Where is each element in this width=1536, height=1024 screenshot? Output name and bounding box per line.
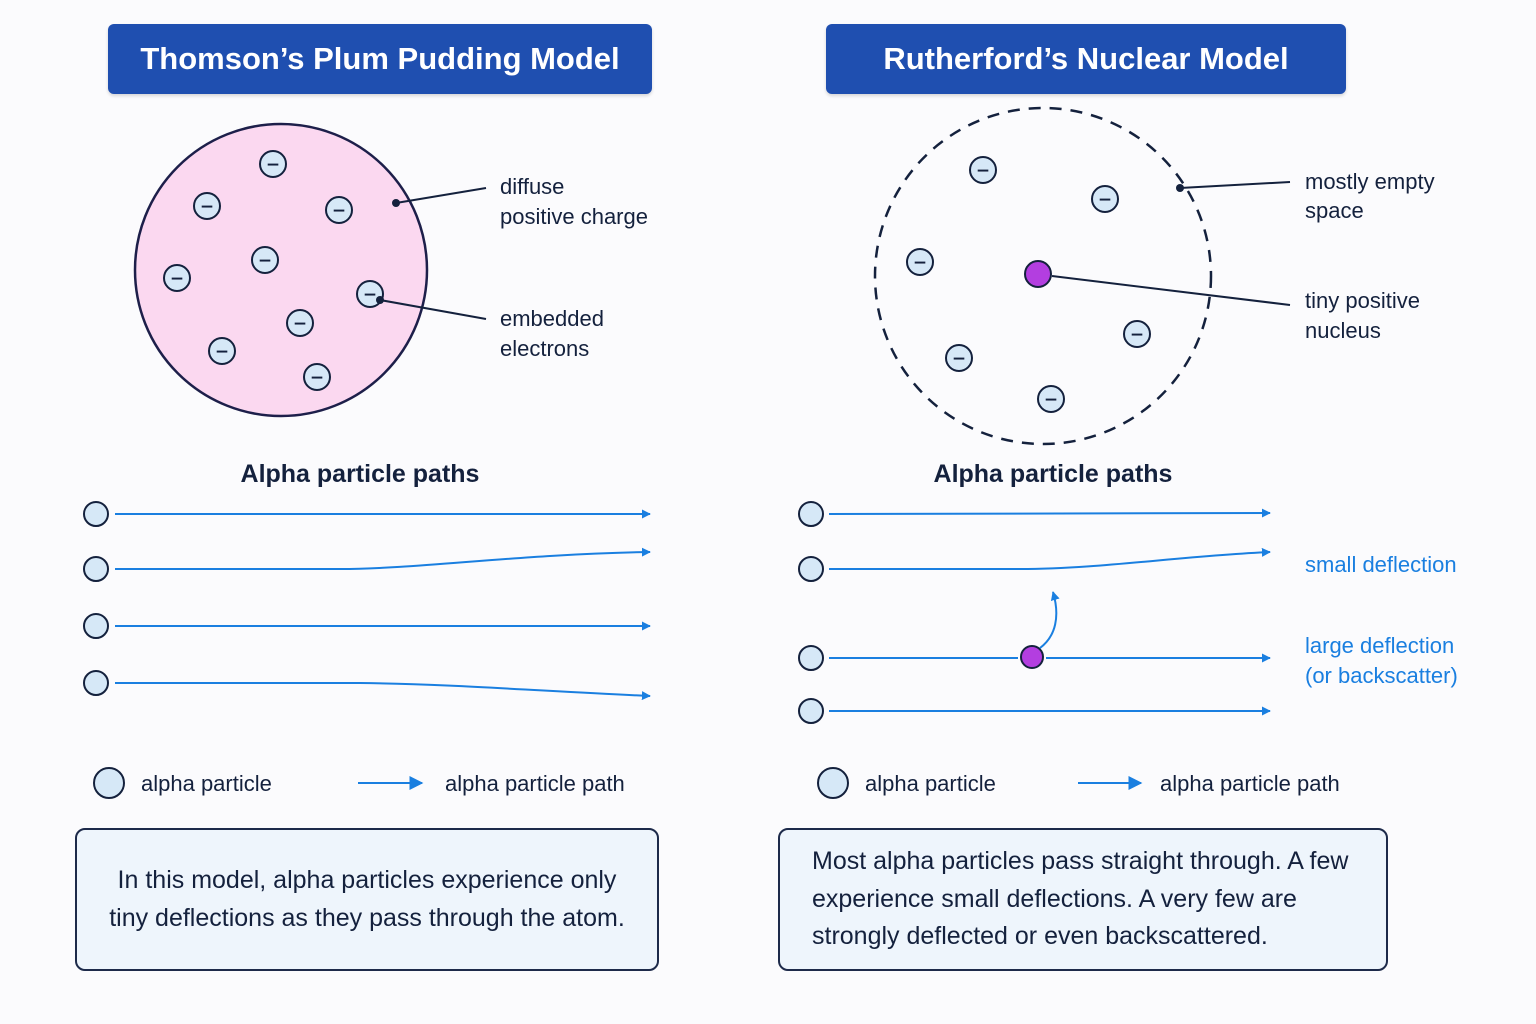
alpha-path-straight [828, 508, 1271, 518]
legend-alpha-particle-label: alpha particle [141, 771, 272, 796]
thomson-title: Thomson’s Plum Pudding Model [140, 41, 620, 76]
thomson-note-box: In this model, alpha particles experienc… [75, 828, 659, 971]
diffuse-leader-line [395, 187, 487, 204]
large-deflection-label-line1: large deflection [1305, 633, 1454, 658]
rutherford-title: Rutherford’s Nuclear Model [883, 41, 1289, 76]
embedded-label-line2: electrons [500, 336, 589, 361]
alpha-particle [798, 556, 824, 582]
atom-boundary-dashed [873, 106, 1213, 446]
rutherford-paths [798, 501, 1271, 724]
thomson-title-banner: Thomson’s Plum Pudding Model [108, 24, 652, 94]
svg-text:−: − [363, 285, 377, 305]
electron: − [208, 337, 236, 365]
nucleus-label-line1: tiny positive [1305, 288, 1420, 313]
legend-alpha-particle-icon [817, 767, 849, 799]
alpha-particle [83, 501, 109, 527]
svg-text:−: − [200, 197, 214, 217]
rutherford-note-box: Most alpha particles pass straight throu… [778, 828, 1388, 971]
electron: − [1037, 385, 1065, 413]
alpha-particle [798, 501, 824, 527]
svg-text:−: − [215, 342, 229, 362]
alpha-particle [83, 670, 109, 696]
nucleus-label-line2: nucleus [1305, 318, 1381, 343]
electron: − [286, 309, 314, 337]
alpha-path-slight-up [115, 547, 651, 570]
embedded-label-line1: embedded [500, 306, 604, 331]
embedded-leader-line [379, 299, 487, 320]
diffuse-leader-dot [392, 199, 400, 207]
alpha-path-slight-down [115, 682, 651, 701]
legend-path-label: alpha particle path [1160, 771, 1340, 796]
legend-path-label: alpha particle path [445, 771, 625, 796]
electron: − [325, 196, 353, 224]
svg-text:−: − [976, 161, 990, 181]
svg-text:−: − [332, 201, 346, 221]
svg-text:−: − [913, 253, 927, 273]
embedded-leader-dot [376, 296, 384, 304]
svg-text:−: − [170, 269, 184, 289]
rutherford-electrons: − − − − − − [906, 156, 1151, 413]
large-deflection-label-line2: (or backscatter) [1305, 663, 1458, 688]
svg-text:−: − [1044, 390, 1058, 410]
electron: − [193, 192, 221, 220]
legend-alpha-particle-icon [93, 767, 125, 799]
svg-text:−: − [1098, 190, 1112, 210]
electron: − [1091, 185, 1119, 213]
alpha-particle [798, 645, 824, 671]
alpha-particle [83, 556, 109, 582]
alpha-path-backscatter [1039, 591, 1060, 649]
diffuse-label-line2: positive charge [500, 204, 648, 229]
empty-space-label-line2: space [1305, 198, 1364, 223]
alpha-particle [798, 698, 824, 724]
nucleus-leader-line [1051, 275, 1291, 306]
electron: − [906, 248, 934, 276]
small-deflection-label: small deflection [1305, 552, 1457, 577]
svg-text:−: − [258, 251, 272, 271]
alpha-particle [83, 613, 109, 639]
thomson-paths-heading: Alpha particle paths [241, 460, 480, 488]
empty-space-leader-line [1179, 181, 1291, 189]
nucleus [1024, 260, 1052, 288]
legend-alpha-particle-label: alpha particle [865, 771, 996, 796]
alpha-path-small-deflection [829, 547, 1271, 570]
rutherford-note-text: Most alpha particles pass straight throu… [812, 847, 1349, 951]
electron: − [163, 264, 191, 292]
svg-text:−: − [1130, 325, 1144, 345]
empty-space-label-line1: mostly empty [1305, 169, 1435, 194]
thomson-paths [83, 501, 651, 701]
thomson-electrons: − − − − − − − − − [163, 150, 384, 391]
diffuse-label-line1: diffuse [500, 174, 564, 199]
svg-text:−: − [293, 314, 307, 334]
electron: − [1123, 320, 1151, 348]
rutherford-title-banner: Rutherford’s Nuclear Model [826, 24, 1346, 94]
svg-text:−: − [952, 349, 966, 369]
nucleus-on-path [1020, 645, 1044, 669]
electron: − [259, 150, 287, 178]
thomson-note-text: In this model, alpha particles experienc… [109, 866, 625, 932]
rutherford-paths-heading: Alpha particle paths [934, 460, 1173, 488]
empty-space-leader-dot [1176, 184, 1184, 192]
svg-text:−: − [266, 155, 280, 175]
electron: − [251, 246, 279, 274]
svg-text:−: − [310, 368, 324, 388]
electron: − [303, 363, 331, 391]
electron: − [945, 344, 973, 372]
electron: − [969, 156, 997, 184]
